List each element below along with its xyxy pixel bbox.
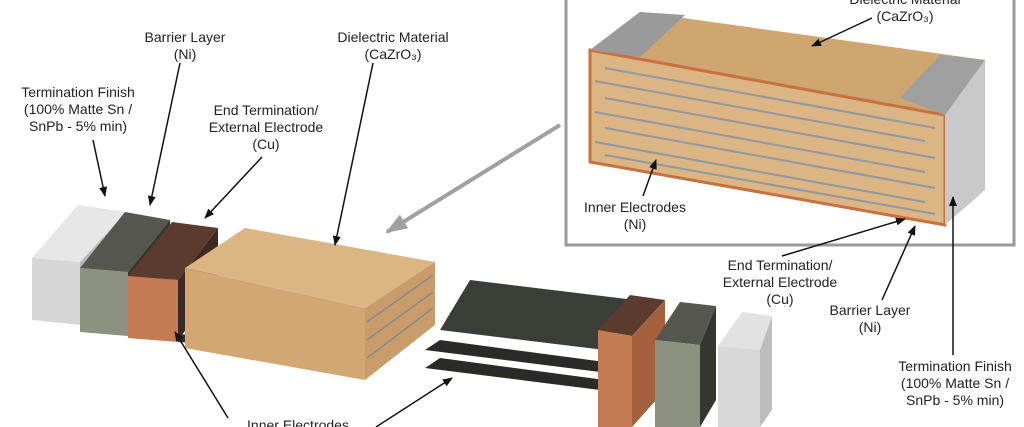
label-dielectric-material-left: Dielectric Material (CaZrO₃) <box>337 29 449 62</box>
inset-assembled-capacitor <box>588 12 985 227</box>
barrier-layer-right <box>655 302 716 427</box>
label-end-termination-left: End Termination/ External Electrode (Cu) <box>208 102 324 152</box>
label-dielectric-material-inset: Dielectric Material (CaZrO₃) <box>849 0 960 24</box>
inner-electrodes-right <box>425 280 635 390</box>
label-barrier-layer-left: Barrier Layer (Ni) <box>144 29 226 62</box>
label-termination-finish-right: Termination Finish (100% Matte Sn / SnPb… <box>898 358 1012 408</box>
label-barrier-layer-right: Barrier Layer (Ni) <box>829 302 911 335</box>
termination-finish-right <box>718 312 772 427</box>
label-inner-electrodes-inset: Inner Electrodes (Ni) <box>584 199 686 232</box>
label-end-termination-right: End Termination/ External Electrode (Cu) <box>722 257 838 307</box>
dielectric-block <box>185 228 435 380</box>
inset-electrode-lines <box>594 67 936 215</box>
zoom-arrow <box>385 123 562 234</box>
inset-frame <box>564 0 1016 247</box>
label-termination-finish-left: Termination Finish (100% Matte Sn / SnPb… <box>21 84 135 134</box>
label-inner-electrodes-bottom: Inner Electrodes <box>247 417 349 427</box>
callout-arrows <box>92 17 957 427</box>
